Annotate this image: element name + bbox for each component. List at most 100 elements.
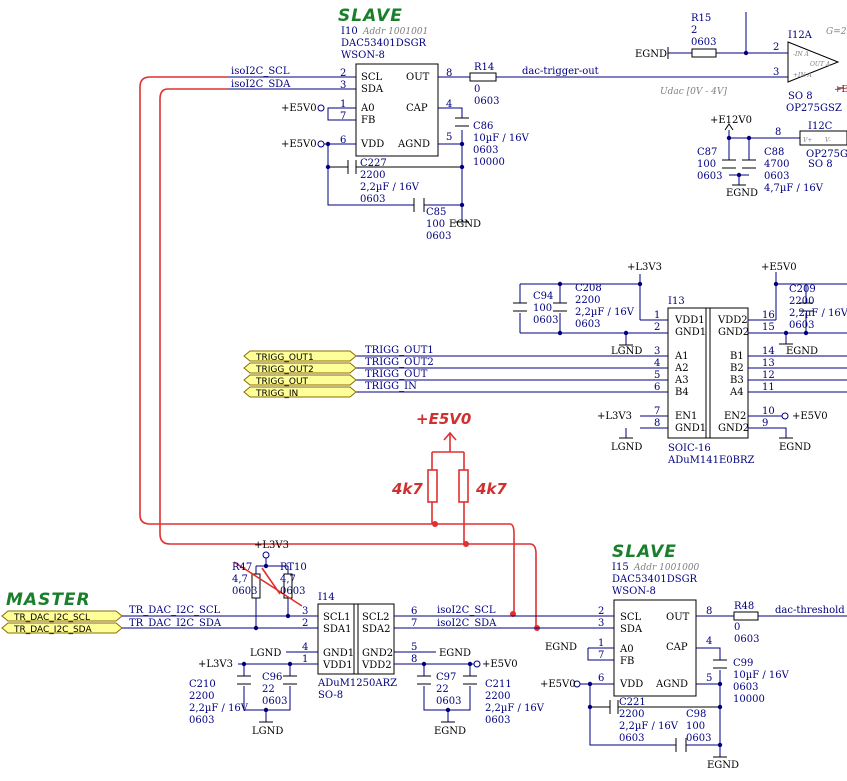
e5v0-label: +E5V0 — [792, 411, 828, 422]
c210-ref: C210 — [189, 679, 216, 690]
junction-dot — [421, 661, 427, 667]
opamp-i12c-body[interactable] — [799, 130, 847, 146]
opamp-in-minus: -IN A — [793, 51, 810, 58]
opamp-i12a[interactable]: -IN A +IN A OUT A I12A SO 8 OP275GSZ 2 3 — [773, 30, 842, 114]
i10-pin-name: AGND — [397, 139, 430, 150]
egnd-label: EGND — [779, 442, 811, 453]
i13-pin-num: 9 — [762, 418, 768, 429]
i10-pin-num: 7 — [340, 111, 346, 122]
i13-right-supply-wires — [748, 272, 847, 344]
port-tr-dac-i2c-scl[interactable]: TR_DAC_I2C_SCL — [1, 610, 123, 623]
c208-ref: C208 — [575, 283, 602, 294]
i13-pin-name: B3 — [730, 375, 744, 386]
c208-val: 2200 — [575, 295, 600, 306]
c85-ref: C85 — [426, 207, 446, 218]
c98-symbol — [675, 738, 687, 752]
junction-dot — [746, 135, 752, 141]
i13-pin-num: 15 — [762, 322, 775, 333]
junction-dot — [241, 661, 247, 667]
port-label: TR_DAC_I2C_SCL — [13, 613, 90, 623]
port-trigg-out1[interactable]: TRIGG_OUT1 — [243, 350, 357, 363]
port-trigg-out[interactable]: TRIGG_OUT — [243, 374, 357, 387]
i13-pin-name: EN2 — [724, 411, 746, 422]
i13-pin-num: 12 — [762, 370, 775, 381]
opamp-pin-num: 2 — [773, 42, 779, 53]
rt10-val: 4,7 — [280, 574, 296, 585]
heading-slave-top: SLAVE — [338, 6, 403, 26]
i10-pin-num: 5 — [446, 132, 452, 143]
c86-pkg: 0603 — [473, 145, 498, 156]
i10-pin-name: OUT — [406, 72, 430, 83]
i15-pin-num: 2 — [598, 606, 604, 617]
ic-i14[interactable]: I14 ADuM1250ARZ SO-8 SCL1 SDA1 GND1 VDD1… — [302, 592, 417, 701]
l3v3-label: +L3V3 — [254, 540, 289, 551]
e5v0-port-icon — [317, 140, 325, 148]
i13-body — [667, 307, 749, 439]
opamp-pin-num: 3 — [773, 67, 779, 78]
c85-symbol — [413, 198, 425, 212]
i13-pin-num: 10 — [762, 406, 775, 417]
c85-val: 100 — [426, 219, 445, 230]
opamp-vplus: V+ — [803, 137, 812, 144]
i14-pin-num: 3 — [302, 606, 308, 617]
opamp-i12a-pkg: SO 8 — [788, 91, 813, 102]
e5v0-label: +E5V0 — [482, 659, 518, 670]
l3v3-label: +L3V3 — [198, 659, 233, 670]
r48-ref: R48 — [734, 601, 754, 612]
c94-c208-symbols — [513, 302, 567, 312]
c209-pkg: 0603 — [789, 320, 814, 331]
c227-pkg: 0603 — [360, 194, 385, 205]
i14-pin-name: VDD1 — [322, 660, 353, 671]
i13-left-signal-wires — [356, 355, 668, 393]
r14-body[interactable] — [469, 72, 497, 82]
junction-dot — [445, 707, 451, 713]
i10-pin-num: 1 — [340, 99, 346, 110]
egnd-label: EGND — [434, 726, 466, 737]
lgnd-label: LGND — [252, 726, 283, 737]
port-tr-dac-i2c-sda[interactable]: TR_DAC_I2C_SDA — [1, 622, 123, 635]
i13-pin-name: A1 — [674, 351, 689, 362]
i15-pin-name: VDD — [619, 679, 643, 690]
i14-body — [317, 603, 395, 675]
r47-pkg: 0603 — [232, 586, 257, 597]
r48-body[interactable] — [733, 611, 759, 621]
lgnd-label: LGND — [611, 442, 642, 453]
ic-i10[interactable]: I10 Addr 1001001 DAC53401DSGR WSON-8 SCL… — [340, 26, 452, 157]
r47-body[interactable] — [251, 573, 261, 599]
c209-val: 2200 — [789, 296, 814, 307]
i14-pin-name: SCL1 — [323, 612, 351, 623]
i15-pin-num: 7 — [598, 650, 604, 661]
i13-en-wires — [625, 415, 668, 438]
i13-pin-num: 5 — [654, 370, 660, 381]
e12v0-label: +E12V0 — [710, 115, 752, 126]
i14-pin-name: GND2 — [362, 648, 393, 659]
i15-pin-num: 4 — [706, 636, 712, 647]
opamp-i12a-body — [787, 41, 840, 83]
opamp-input-wires — [668, 12, 788, 78]
c211-val: 2200 — [485, 691, 510, 702]
junction-dot — [459, 141, 465, 147]
net-trigg-in: TRIGG_IN — [365, 381, 417, 392]
opamp-i12c-pkg: SO 8 — [808, 159, 833, 170]
udac-label: Udac [0V - 4V] — [660, 87, 727, 97]
l3v3-port-icon — [262, 551, 270, 559]
ic-i15[interactable]: I15 Addr 1001000 DAC53401DSGR WSON-8 SCL… — [598, 562, 712, 697]
rt10-body[interactable] — [283, 573, 293, 599]
r15-body[interactable] — [691, 48, 717, 58]
egnd-label: EGND — [545, 642, 577, 653]
c98-val: 100 — [686, 721, 705, 732]
ic-i13[interactable]: I13 SOIC-16 ADuM141E0BRZ VDD1 GND1 A1 A2… — [654, 296, 775, 466]
c86-extra: 10000 — [473, 157, 505, 168]
rt10-ref: RT10 — [280, 562, 307, 573]
port-label: TRIGG_OUT2 — [255, 365, 314, 375]
port-trigg-in[interactable]: TRIGG_IN — [243, 386, 357, 399]
i13-pin-num: 4 — [654, 358, 660, 369]
i13-pin-name: A4 — [729, 387, 744, 398]
port-trigg-out2[interactable]: TRIGG_OUT2 — [243, 362, 357, 375]
i15-pin-num: 1 — [598, 638, 604, 649]
c94-val: 100 — [533, 303, 552, 314]
junction-dot — [803, 330, 809, 336]
i14-pin-num: 6 — [411, 606, 417, 617]
gain-fragment: G=2 — [826, 27, 847, 37]
i15-package: WSON-8 — [612, 586, 656, 597]
